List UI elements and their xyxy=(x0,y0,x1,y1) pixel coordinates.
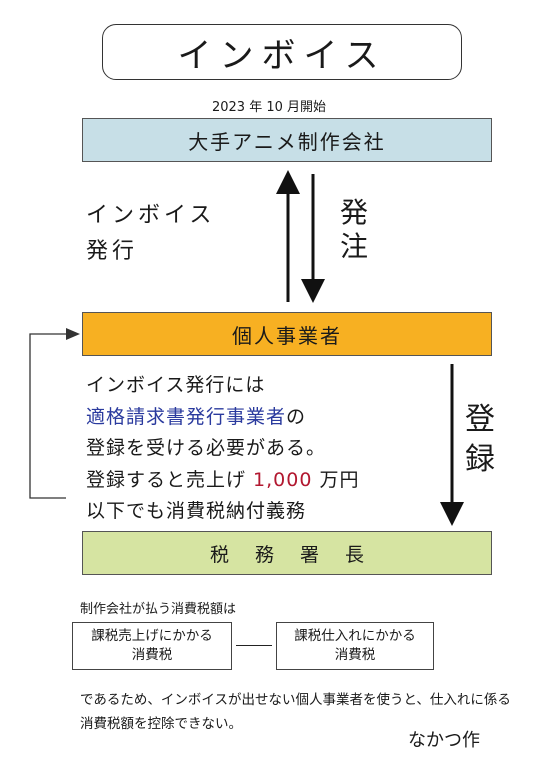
purchase-tax-line-2: 消費税 xyxy=(334,647,376,663)
register-char-1: 登 xyxy=(465,402,495,437)
sales-tax-box: 課税売上げにかかる 消費税 xyxy=(72,622,232,670)
tax-office-label: 税 務 署 長 xyxy=(209,543,365,566)
invoice-issue-line2: 発行 xyxy=(86,239,139,264)
title-box: インボイス xyxy=(102,24,462,80)
author-signature: なかつ作 xyxy=(408,730,480,751)
explanation-line-2: 適格請求書発行事業者の xyxy=(86,402,360,434)
threshold-amount: 1,000 xyxy=(253,468,313,491)
note-heading: 制作会社が払う消費税額は xyxy=(80,602,237,617)
order-char-2: 注 xyxy=(339,230,368,263)
invoice-up-arrow xyxy=(276,170,300,302)
explanation-text: インボイス発行には 適格請求書発行事業者の 登録を受ける必要がある。 登録すると… xyxy=(86,370,360,528)
tax-office-box: 税 務 署 長 xyxy=(82,531,492,575)
sales-tax-line-2: 消費税 xyxy=(131,647,173,663)
explanation-line-4-pre: 登録すると売上げ xyxy=(86,468,254,491)
register-label: 登 録 xyxy=(462,400,498,480)
explanation-line-4-post: 万円 xyxy=(312,468,360,491)
feedback-bracket-arrow xyxy=(29,328,80,499)
conclusion-line-1: であるため、インボイスが出せない個人事業者を使うと、仕入れに係る xyxy=(80,692,511,708)
invoice-issue-line1: インボイス xyxy=(86,203,216,228)
qualified-issuer-term: 適格請求書発行事業者 xyxy=(86,405,287,428)
conclusion-line-2: 消費税額を控除できない。 xyxy=(80,716,242,732)
explanation-line-4: 登録すると売上げ 1,000 万円 xyxy=(86,465,360,497)
order-label: 発 注 xyxy=(338,196,370,264)
explanation-line-2-rest: の xyxy=(286,405,307,428)
title: インボイス xyxy=(177,35,387,76)
explanation-line-1: インボイス発行には xyxy=(86,374,266,396)
minus-connector xyxy=(236,645,272,646)
explanation-line-3: 登録を受ける必要がある。 xyxy=(86,437,327,459)
individual-box: 個人事業者 xyxy=(82,312,492,356)
company-label: 大手アニメ制作会社 xyxy=(188,129,386,154)
order-char-1: 発 xyxy=(339,196,368,229)
company-box: 大手アニメ制作会社 xyxy=(82,118,492,162)
order-down-arrow xyxy=(301,174,325,303)
conclusion-text: であるため、インボイスが出せない個人事業者を使うと、仕入れに係る 消費税額を控除… xyxy=(80,688,511,736)
purchase-tax-box: 課税仕入れにかかる 消費税 xyxy=(276,622,434,670)
register-down-arrow xyxy=(440,364,464,526)
register-char-2: 録 xyxy=(465,442,495,477)
individual-label: 個人事業者 xyxy=(232,323,342,348)
sales-tax-line-1: 課税売上げにかかる xyxy=(91,628,213,644)
invoice-issue-label: インボイス 発行 xyxy=(86,198,215,270)
purchase-tax-line-1: 課税仕入れにかかる xyxy=(294,628,416,644)
explanation-line-5: 以下でも消費税納付義務 xyxy=(86,500,307,522)
start-date: 2023 年 10 月開始 xyxy=(211,100,327,115)
